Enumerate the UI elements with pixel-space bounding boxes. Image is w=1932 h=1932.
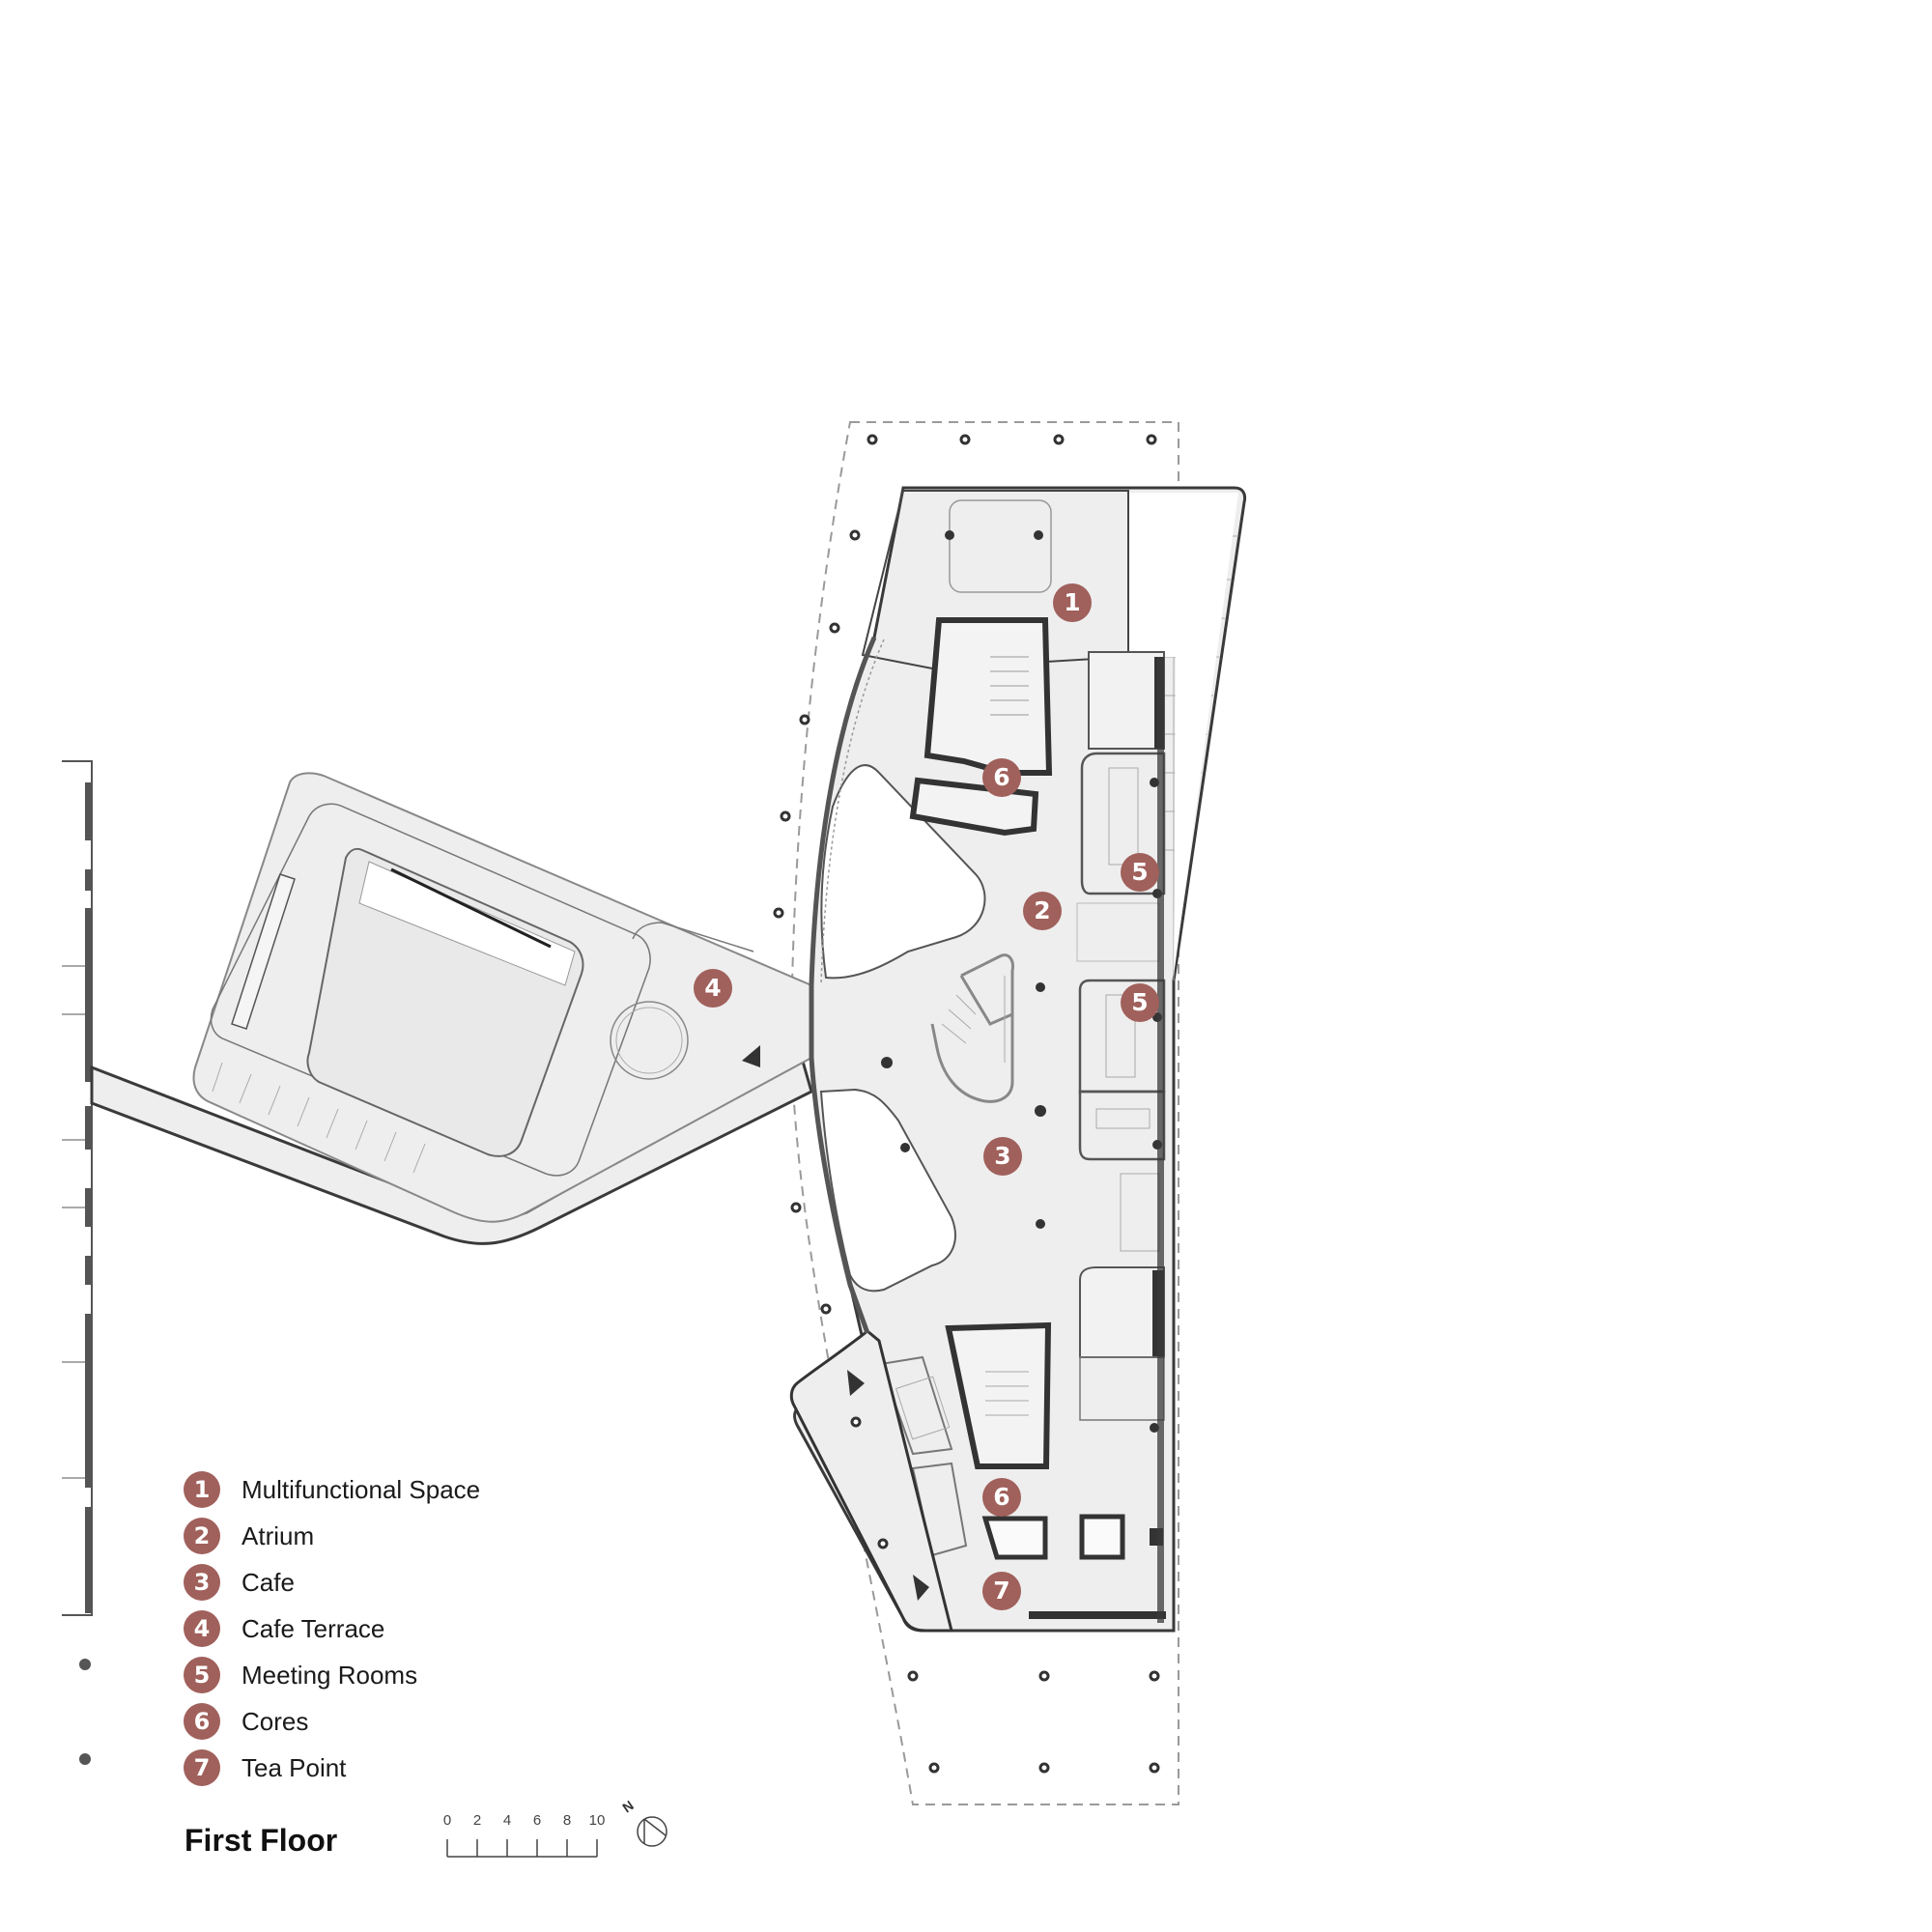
compass-icon [637,1816,668,1847]
legend-number-badge: 2 [184,1518,220,1554]
legend-item: 5 Meeting Rooms [184,1652,480,1698]
plan-marker-cores: 6 [982,758,1021,797]
legend-label: Cafe Terrace [242,1613,385,1643]
legend-label: Meeting Rooms [242,1660,418,1690]
legend-number-badge: 7 [184,1749,220,1786]
main-building [742,486,1247,1633]
legend-label: Cafe [242,1567,295,1597]
legend-label: Tea Point [242,1752,347,1782]
scale-ruler [446,1839,598,1858]
plan-marker-cores: 6 [982,1478,1021,1517]
scale-tick-label: 6 [532,1812,542,1829]
legend-item: 2 Atrium [184,1513,480,1559]
column-dot [79,1753,91,1765]
scale-tick-label: 10 [588,1812,606,1829]
plan-marker-cafe-terrace: 4 [694,969,732,1008]
legend-item: 3 Cafe [184,1559,480,1605]
legend-number-badge: 1 [184,1471,220,1508]
plan-marker-atrium: 2 [1023,892,1062,930]
legend-item: 7 Tea Point [184,1745,480,1791]
column-dot [79,1659,91,1670]
plan-marker-cafe: 3 [983,1137,1022,1176]
plan-marker-multifunctional-space: 1 [1053,583,1092,622]
plan-marker-tea-point: 7 [982,1572,1021,1610]
cafe-terrace [192,772,812,1223]
drawing-title: First Floor [185,1823,338,1858]
scale-tick-label: 4 [502,1812,512,1829]
legend: 1 Multifunctional Space 2 Atrium 3 Cafe 4 Ca… [184,1466,480,1791]
legend-number-badge: 3 [184,1564,220,1601]
legend-label: Atrium [242,1520,315,1550]
legend-label: Cores [242,1706,309,1736]
legend-item: 4 Cafe Terrace [184,1605,480,1652]
legend-number-badge: 6 [184,1703,220,1740]
plan-marker-meeting-rooms: 5 [1121,983,1159,1022]
legend-item: 6 Cores [184,1698,480,1745]
legend-number-badge: 4 [184,1610,220,1647]
legend-item: 1 Multifunctional Space [184,1466,480,1513]
legend-number-badge: 5 [184,1657,220,1693]
scale-tick-label: 2 [472,1812,482,1829]
scale-tick-label: 8 [562,1812,572,1829]
legend-label: Multifunctional Space [242,1474,481,1504]
canopy-boundary [790,421,1179,1805]
adjacent-building [62,760,93,1616]
structural-columns [773,434,1160,1774]
scale-tick-label: 0 [442,1812,452,1829]
plan-marker-meeting-rooms: 5 [1121,853,1159,892]
